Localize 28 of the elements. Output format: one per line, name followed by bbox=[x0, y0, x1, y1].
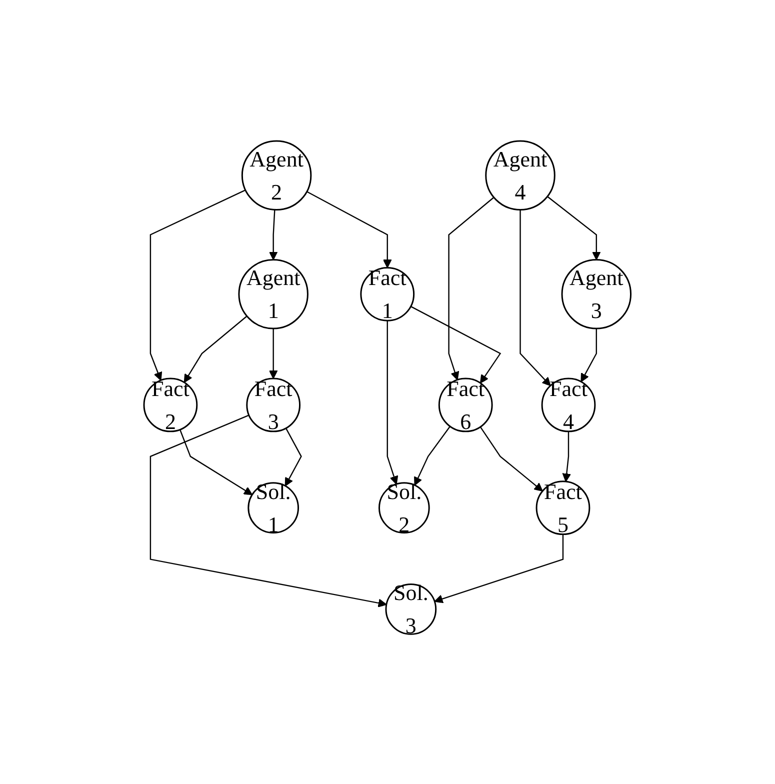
arrow bbox=[580, 328, 598, 382]
node-circle: Agent 1 bbox=[238, 259, 309, 330]
node-circle: Fact 5 bbox=[536, 481, 590, 536]
arrow bbox=[269, 210, 278, 261]
arrow bbox=[520, 210, 551, 386]
node-circle: Fact 4 bbox=[541, 378, 596, 433]
arrow bbox=[414, 426, 451, 486]
arrow bbox=[434, 534, 564, 604]
arrow bbox=[386, 320, 398, 485]
node-circle: Agent 4 bbox=[485, 140, 556, 211]
arrow bbox=[150, 415, 387, 608]
node-circle: Agent 3 bbox=[561, 259, 632, 330]
arrow bbox=[547, 196, 601, 261]
arrow bbox=[480, 426, 544, 492]
arrow bbox=[306, 191, 392, 268]
arrow bbox=[562, 432, 572, 482]
node-circle: Fact 6 bbox=[438, 378, 493, 433]
arrow bbox=[184, 316, 248, 384]
arrow bbox=[180, 430, 253, 496]
node-circle: Fact 2 bbox=[143, 378, 198, 433]
arrow bbox=[410, 306, 502, 384]
arrow bbox=[448, 197, 494, 381]
arrow bbox=[284, 428, 302, 487]
node-circle: Agent 2 bbox=[242, 140, 312, 211]
arrow bbox=[150, 190, 246, 382]
arrow bbox=[269, 328, 278, 380]
node-circle: Fact 1 bbox=[360, 267, 415, 322]
node-circle: Fact 3 bbox=[246, 378, 301, 433]
